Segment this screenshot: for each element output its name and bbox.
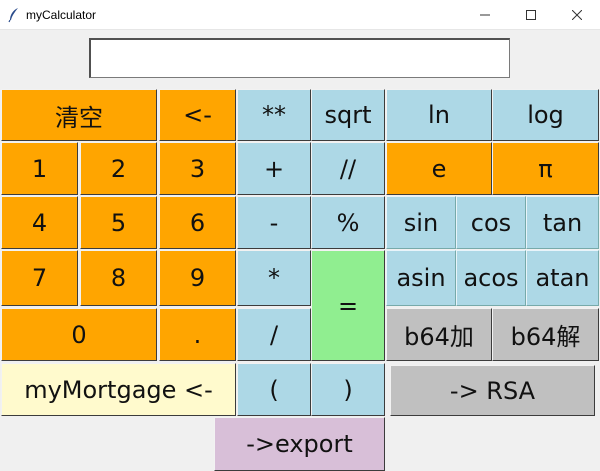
ln-button[interactable]: ln [386,89,492,141]
tan-button[interactable]: tan [526,196,599,249]
log-button[interactable]: log [492,89,599,141]
b64-decode-button[interactable]: b64解 [492,308,599,361]
maximize-icon [526,10,536,20]
right-paren-button[interactable]: ) [311,363,385,416]
clear-button[interactable]: 清空 [1,89,157,141]
digit-6-button[interactable]: 6 [159,196,236,249]
minimize-icon [480,14,490,16]
feather-icon [7,7,21,23]
close-icon [572,10,582,20]
power-button[interactable]: ** [237,89,311,141]
minimize-button[interactable] [462,0,508,30]
sin-button[interactable]: sin [386,196,456,249]
acos-button[interactable]: acos [456,250,526,306]
digit-0-button[interactable]: 0 [1,308,157,361]
dot-button[interactable]: . [159,308,236,361]
digit-5-button[interactable]: 5 [80,196,157,249]
sqrt-button[interactable]: sqrt [311,89,385,141]
asin-button[interactable]: asin [386,250,456,306]
digit-1-button[interactable]: 1 [1,142,78,195]
divide-button[interactable]: / [237,308,311,361]
rsa-button[interactable]: -> RSA [390,365,595,416]
maximize-button[interactable] [508,0,554,30]
left-paren-button[interactable]: ( [237,363,311,416]
digit-9-button[interactable]: 9 [159,250,236,306]
digit-7-button[interactable]: 7 [1,250,78,306]
digit-3-button[interactable]: 3 [159,142,236,195]
window-title: myCalculator [26,8,97,22]
title-bar: myCalculator [0,0,600,30]
export-button[interactable]: ->export [214,417,385,471]
mortgage-button[interactable]: myMortgage <- [1,363,236,416]
equals-button[interactable]: = [311,250,385,361]
floordiv-button[interactable]: // [311,142,385,195]
plus-button[interactable]: + [237,142,311,195]
digit-2-button[interactable]: 2 [80,142,157,195]
digit-4-button[interactable]: 4 [1,196,78,249]
atan-button[interactable]: atan [526,250,599,306]
close-button[interactable] [554,0,600,30]
cos-button[interactable]: cos [456,196,526,249]
e-button[interactable]: e [386,142,492,195]
multiply-button[interactable]: * [237,250,311,306]
backspace-button[interactable]: <- [159,89,236,141]
digit-8-button[interactable]: 8 [80,250,157,306]
b64-encode-button[interactable]: b64加 [386,308,492,361]
mod-button[interactable]: % [311,196,385,249]
display-input[interactable] [89,38,510,78]
minus-button[interactable]: - [237,196,311,249]
pi-button[interactable]: π [492,142,599,195]
